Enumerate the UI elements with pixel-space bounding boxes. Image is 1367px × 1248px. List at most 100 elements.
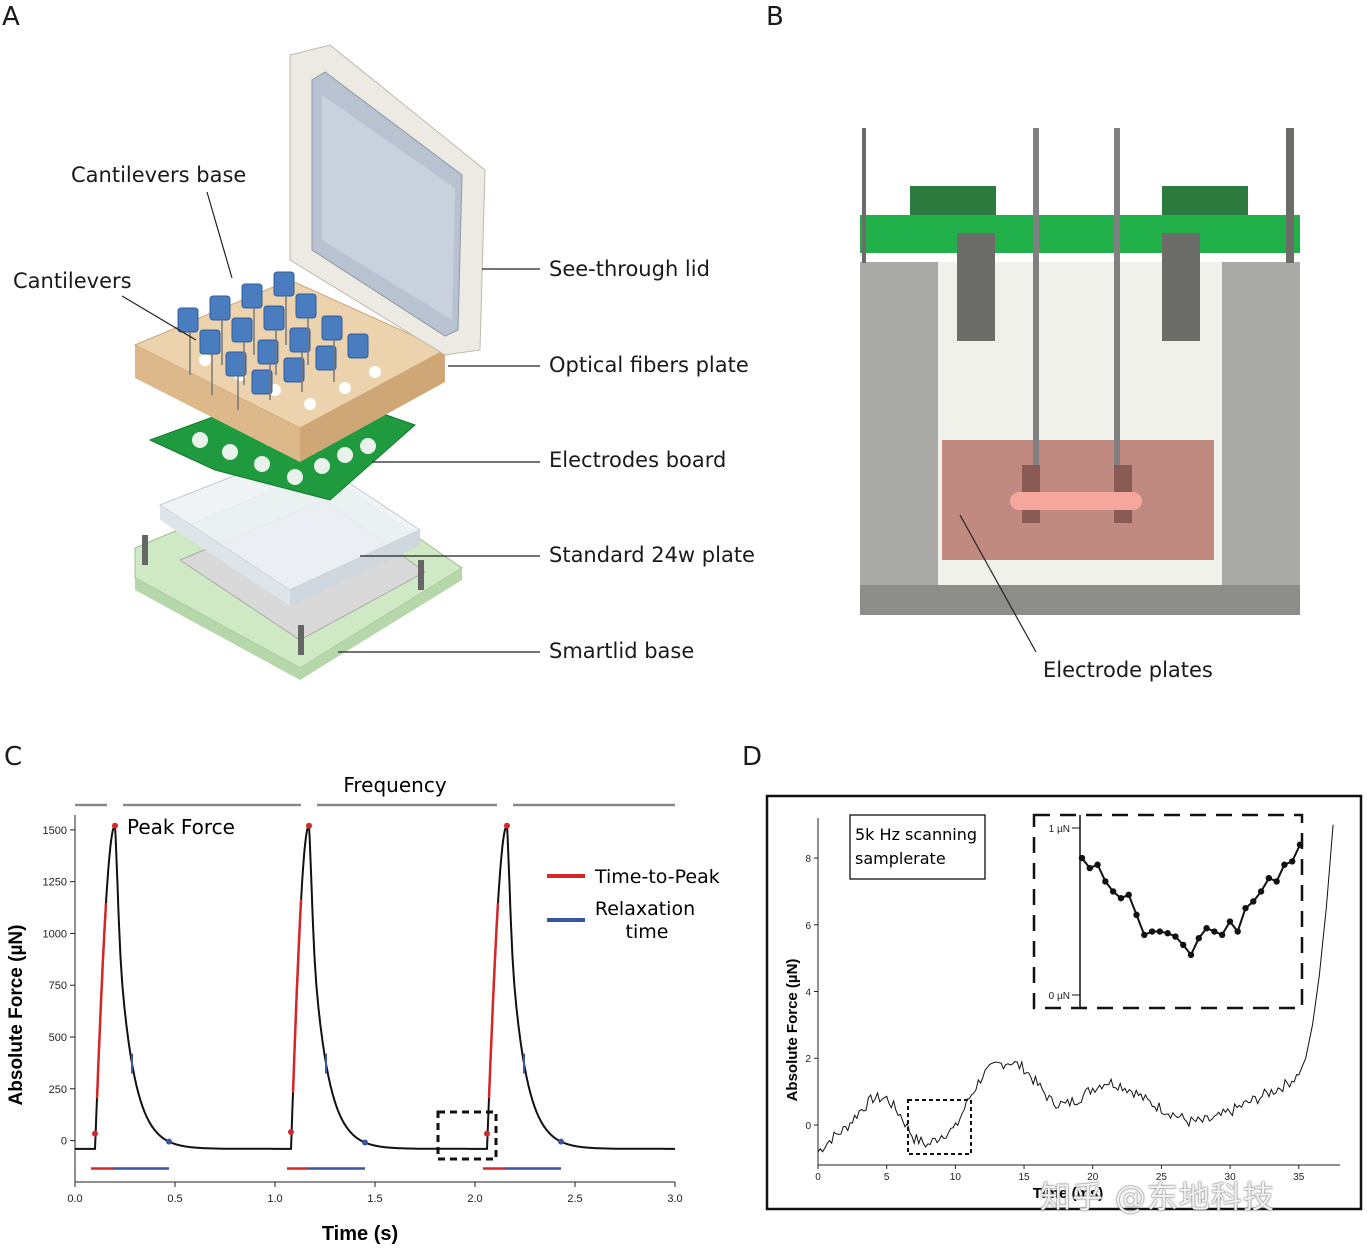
d-note-line-1: 5k Hz scanning	[855, 825, 977, 844]
panel-letter-a: A	[2, 2, 20, 32]
d-x-tick-label: 15	[1018, 1172, 1030, 1183]
c-relax-marker-3	[558, 1138, 564, 1145]
d-inset-point	[1242, 904, 1249, 912]
label-smartlid-base: Smartlid base	[549, 639, 695, 663]
c-zoom-box	[436, 1110, 498, 1161]
c-y-tick-label: 500	[49, 1032, 67, 1044]
c-rise-segment-2	[291, 899, 303, 1093]
d-note-line-2: samplerate	[855, 849, 946, 868]
d-frame	[765, 794, 1363, 1211]
d-x-tick-label: 25	[1156, 1172, 1168, 1183]
d-inset-point	[1125, 891, 1132, 898]
cantilevers-drawing	[177, 271, 369, 395]
d-y-tick-label: 2	[805, 1054, 811, 1065]
c-onset-marker-3	[484, 1130, 490, 1137]
see-through-lid-drawing	[289, 44, 486, 356]
d-inset-point	[1172, 933, 1179, 940]
d-inset-point	[1281, 861, 1288, 868]
c-force-trace	[75, 823, 675, 1150]
label-electrode-plates: Electrode plates	[1043, 658, 1213, 682]
d-inset-point	[1180, 941, 1187, 949]
d-inset-point	[1078, 854, 1086, 862]
label-cantilevers-base: Cantilevers base	[71, 163, 247, 187]
c-legend-ttp-label: Time-to-Peak	[594, 866, 720, 888]
d-inset-point	[1226, 918, 1234, 925]
d-inset-point	[1109, 888, 1117, 895]
d-inset-label-top: 1 µN	[1049, 824, 1070, 835]
panel-letter-d: D	[742, 742, 763, 772]
c-peak-marker-3	[504, 822, 510, 829]
d-x-tick-label: 10	[950, 1172, 962, 1183]
d-inset-point	[1257, 888, 1265, 895]
d-inset-point	[1265, 874, 1273, 882]
watermark: 知乎 @东地科技	[1040, 1180, 1275, 1216]
d-x-tick-label: 30	[1225, 1172, 1237, 1183]
d-inset-point	[1117, 894, 1125, 902]
c-rise-segment-1	[95, 903, 108, 1099]
c-x-tick-label: 0.0	[67, 1193, 82, 1205]
c-x-tick-label: 2.5	[567, 1193, 582, 1205]
d-x-tick-label: 35	[1293, 1172, 1305, 1183]
d-inset-point	[1187, 951, 1195, 959]
d-inset-point	[1141, 931, 1148, 939]
c-x-axis-title: Time (s)	[322, 1223, 398, 1245]
d-y-tick-label: 8	[805, 854, 811, 865]
c-x-tick-label: 0.5	[167, 1193, 182, 1205]
c-onset-marker-2	[288, 1128, 294, 1135]
label-electrodes-board: Electrodes board	[549, 448, 727, 472]
d-zoom-box	[907, 1099, 972, 1155]
c-onset-marker-1	[92, 1130, 98, 1137]
c-x-tick-label: 2.0	[467, 1193, 482, 1205]
c-x-tick-label: 1.0	[267, 1193, 282, 1205]
cantilever-pins	[189, 296, 335, 410]
c-legend-relax-label: Relaxation	[595, 898, 695, 920]
electrode-plates-leader	[959, 514, 1037, 653]
c-y-tick-label: 1000	[43, 928, 67, 940]
c-y-tick-label: 1250	[43, 877, 67, 889]
d-inset-point	[1195, 935, 1202, 942]
d-x-axis-title: Time (ms)	[1033, 1185, 1104, 1202]
panel-b-illustration	[860, 128, 1300, 653]
d-inset-point	[1094, 861, 1101, 868]
d-inset-point	[1148, 928, 1156, 935]
d-note-box	[849, 814, 986, 880]
d-y-axis-title: Absolute Force (µN)	[784, 959, 801, 1102]
d-x-tick-label: 0	[815, 1172, 821, 1183]
d-inset-point	[1250, 898, 1257, 905]
c-peak-marker-1	[112, 822, 118, 829]
c-y-tick-label: 750	[49, 980, 67, 992]
panel-letter-b: B	[766, 2, 784, 32]
c-relax-marker-1	[166, 1138, 172, 1145]
d-inset-point	[1156, 928, 1164, 935]
c-y-tick-label: 250	[49, 1084, 67, 1096]
d-inset-point	[1086, 864, 1093, 872]
panel-letter-c: C	[4, 742, 23, 772]
d-inset-point	[1164, 930, 1171, 937]
d-inset-point	[1218, 931, 1226, 939]
c-peak-force-label: Peak Force	[127, 815, 235, 839]
panel-a-leaders	[121, 191, 540, 653]
d-inset-point	[1102, 878, 1109, 885]
d-inset-point	[1133, 911, 1140, 919]
d-inset-frame	[1032, 813, 1304, 1010]
c-x-tick-label: 1.5	[367, 1193, 382, 1205]
d-inset-point	[1234, 928, 1241, 935]
c-y-tick-label: 0	[61, 1136, 67, 1148]
d-y-tick-label: 4	[805, 988, 811, 999]
d-y-tick-label: 0	[805, 1121, 811, 1132]
d-inset-point	[1296, 841, 1304, 848]
c-y-tick-label: 1500	[43, 825, 67, 837]
d-y-tick-label: 6	[805, 921, 811, 932]
d-inset-point	[1289, 858, 1296, 865]
d-force-trace	[817, 824, 1334, 1153]
c-legend-relax-label-2: time	[626, 921, 669, 943]
c-y-axis-title: Absolute Force (µN)	[6, 925, 27, 1106]
d-inset-label-bottom: 0 µN	[1049, 991, 1070, 1002]
c-rise-segment-3	[487, 903, 500, 1099]
c-x-tick-label: 3.0	[667, 1193, 682, 1205]
c-frequency-label: Frequency	[343, 773, 446, 797]
c-relax-marker-2	[362, 1139, 368, 1146]
